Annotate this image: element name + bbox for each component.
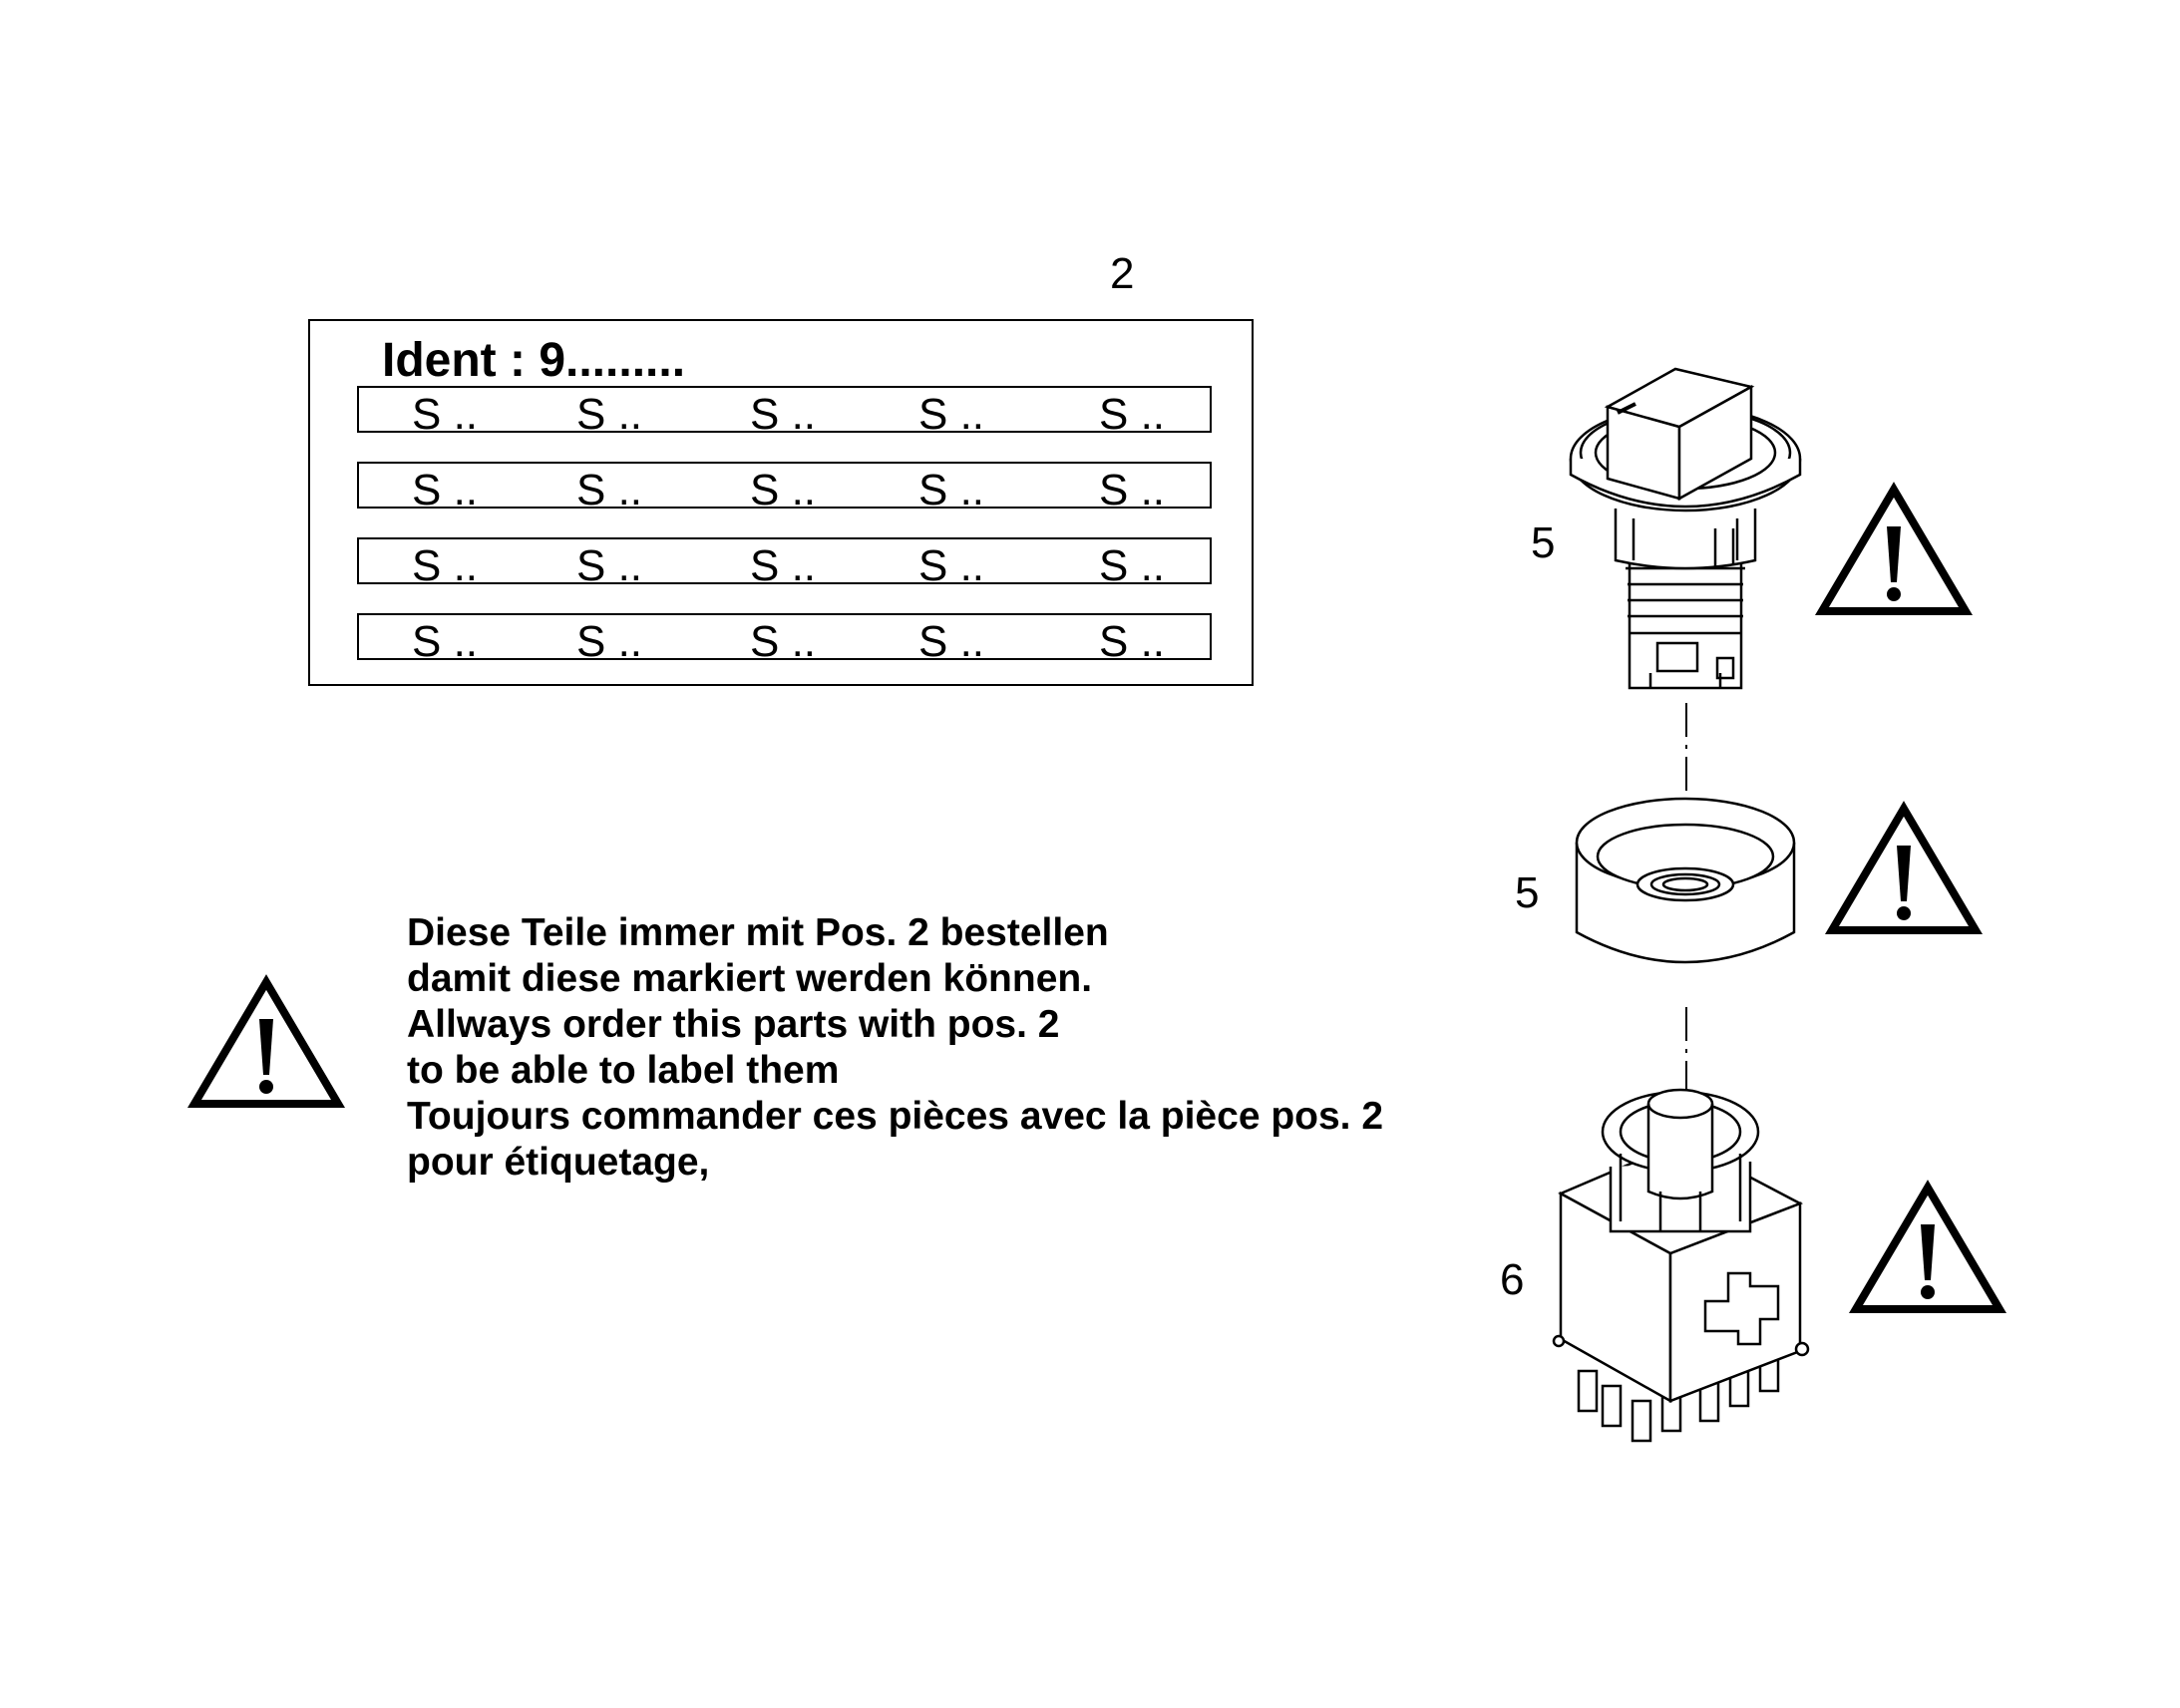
label-cell: S ..: [750, 617, 817, 666]
note-line: to be able to label them: [407, 1049, 840, 1092]
position-number-knob: 5: [1531, 518, 1556, 567]
contact-block-part: [1552, 1088, 1810, 1443]
label-cell: S ..: [750, 390, 817, 439]
label-cell: S ..: [576, 541, 643, 590]
position-number-label-panel: 2: [1110, 249, 1135, 298]
label-cell: S ..: [412, 617, 479, 666]
position-number-contact-block: 6: [1500, 1255, 1525, 1304]
label-cell: S ..: [918, 617, 985, 666]
label-row: S .. S .. S .. S .. S ..: [357, 462, 1212, 514]
label-cell: S ..: [412, 466, 479, 514]
label-cell: S ..: [918, 390, 985, 439]
order-notes: Diese Teile immer mit Pos. 2 bestellen d…: [407, 910, 1383, 1186]
label-panel: Ident : 9......... S .. S .. S .. S .. S…: [308, 319, 1254, 686]
note-line: damit diese markiert werden können.: [407, 957, 1093, 1000]
label-cell: S ..: [918, 466, 985, 514]
label-cell: S ..: [750, 541, 817, 590]
warning-icon: [1814, 482, 1974, 615]
label-cell: S ..: [576, 390, 643, 439]
warning-icon: [186, 974, 346, 1108]
rotary-knob-part: [1569, 367, 1802, 690]
label-cell: S ..: [412, 390, 479, 439]
note-line: Diese Teile immer mit Pos. 2 bestellen: [407, 911, 1109, 954]
note-line: Allways order this parts with pos. 2: [407, 1003, 1060, 1046]
warning-icon: [1824, 801, 1984, 934]
label-row: S .. S .. S .. S .. S ..: [357, 537, 1212, 590]
label-cell: S ..: [412, 541, 479, 590]
collar-ring-part: [1575, 797, 1796, 964]
ident-label: Ident : 9.........: [382, 334, 686, 387]
label-cell: S ..: [576, 617, 643, 666]
position-number-ring: 5: [1515, 868, 1540, 917]
label-row: S .. S .. S .. S .. S ..: [357, 386, 1212, 439]
label-cell: S ..: [1099, 617, 1166, 666]
note-line: pour étiquetage,: [407, 1141, 710, 1184]
label-cell: S ..: [1099, 390, 1166, 439]
label-cell: S ..: [918, 541, 985, 590]
label-cell: S ..: [1099, 541, 1166, 590]
label-row: S .. S .. S .. S .. S ..: [357, 613, 1212, 666]
label-cell: S ..: [750, 466, 817, 514]
warning-icon: [1848, 1180, 2007, 1313]
note-line: Toujours commander ces pièces avec la pi…: [407, 1095, 1384, 1138]
label-cell: S ..: [576, 466, 643, 514]
label-cell: S ..: [1099, 466, 1166, 514]
